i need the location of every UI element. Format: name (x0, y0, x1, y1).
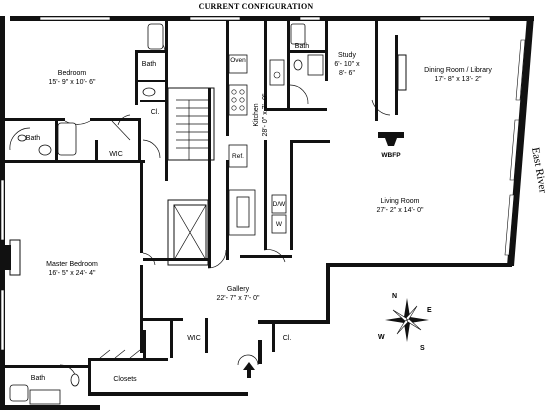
kitchen-fixtures (228, 54, 287, 236)
fixture-washer: W (276, 221, 283, 228)
fixture-refrigerator: Ref. (232, 153, 244, 160)
fireplaces (5, 54, 407, 276)
fixture-dishwasher: D/W (273, 201, 287, 208)
room-gallery-dims: 22'- 7" x 7'- 0" (216, 295, 260, 302)
fixture-fireplace: WBFP (381, 152, 401, 159)
room-kitchen-dims: 28'- 0" x 7'- 0" (262, 93, 269, 137)
room-dining-dims: 17'- 8" x 13'- 2" (435, 76, 482, 83)
room-kitchen-name: Kitchen (253, 103, 260, 126)
compass-west: W (378, 334, 385, 341)
compass-east: E (427, 307, 432, 314)
room-bath-left: Bath (26, 135, 41, 142)
room-living-name: Living Room (381, 198, 420, 205)
room-bath-bottom: Bath (31, 375, 46, 382)
compass-north: N (392, 293, 397, 300)
room-living-dims: 27'- 2" x 14'- 0" (377, 207, 424, 214)
room-master-name: Master Bedroom (46, 261, 98, 268)
room-wic-top: WIC (109, 151, 123, 158)
compass-south: S (420, 345, 425, 352)
bath-fixtures (9, 23, 324, 405)
room-bath-top: Bath (142, 61, 157, 68)
door-swings (9, 39, 391, 379)
room-master-dims: 16'- 5" x 24'- 4" (49, 270, 96, 277)
stairs (173, 99, 210, 261)
room-study-dims-1: 6'- 10" x (334, 61, 360, 68)
room-wic-bottom: WIC (187, 335, 201, 342)
entry-arrow-icon (243, 362, 255, 378)
fixture-oven: Oven (230, 57, 246, 64)
river-label: East River (529, 146, 549, 194)
room-gallery-name: Gallery (227, 286, 250, 293)
room-bath-study: Bath (295, 43, 310, 50)
room-closet-bedroom: Cl. (151, 109, 160, 116)
plan-title: CURRENT CONFIGURATION (199, 2, 314, 11)
compass-rose-icon (385, 298, 429, 342)
room-study-name: Study (338, 52, 356, 59)
room-study-dims-2: 8'- 6" (339, 70, 355, 77)
windows (0, 16, 526, 351)
room-closets: Closets (113, 376, 137, 383)
room-bedroom-dims: 15'- 9" x 10'- 6" (49, 79, 96, 86)
room-dining-name: Dining Room / Library (424, 67, 492, 74)
interior-walls (5, 21, 398, 396)
room-closet-gallery: Cl. (283, 335, 292, 342)
room-bedroom-name: Bedroom (58, 70, 87, 77)
